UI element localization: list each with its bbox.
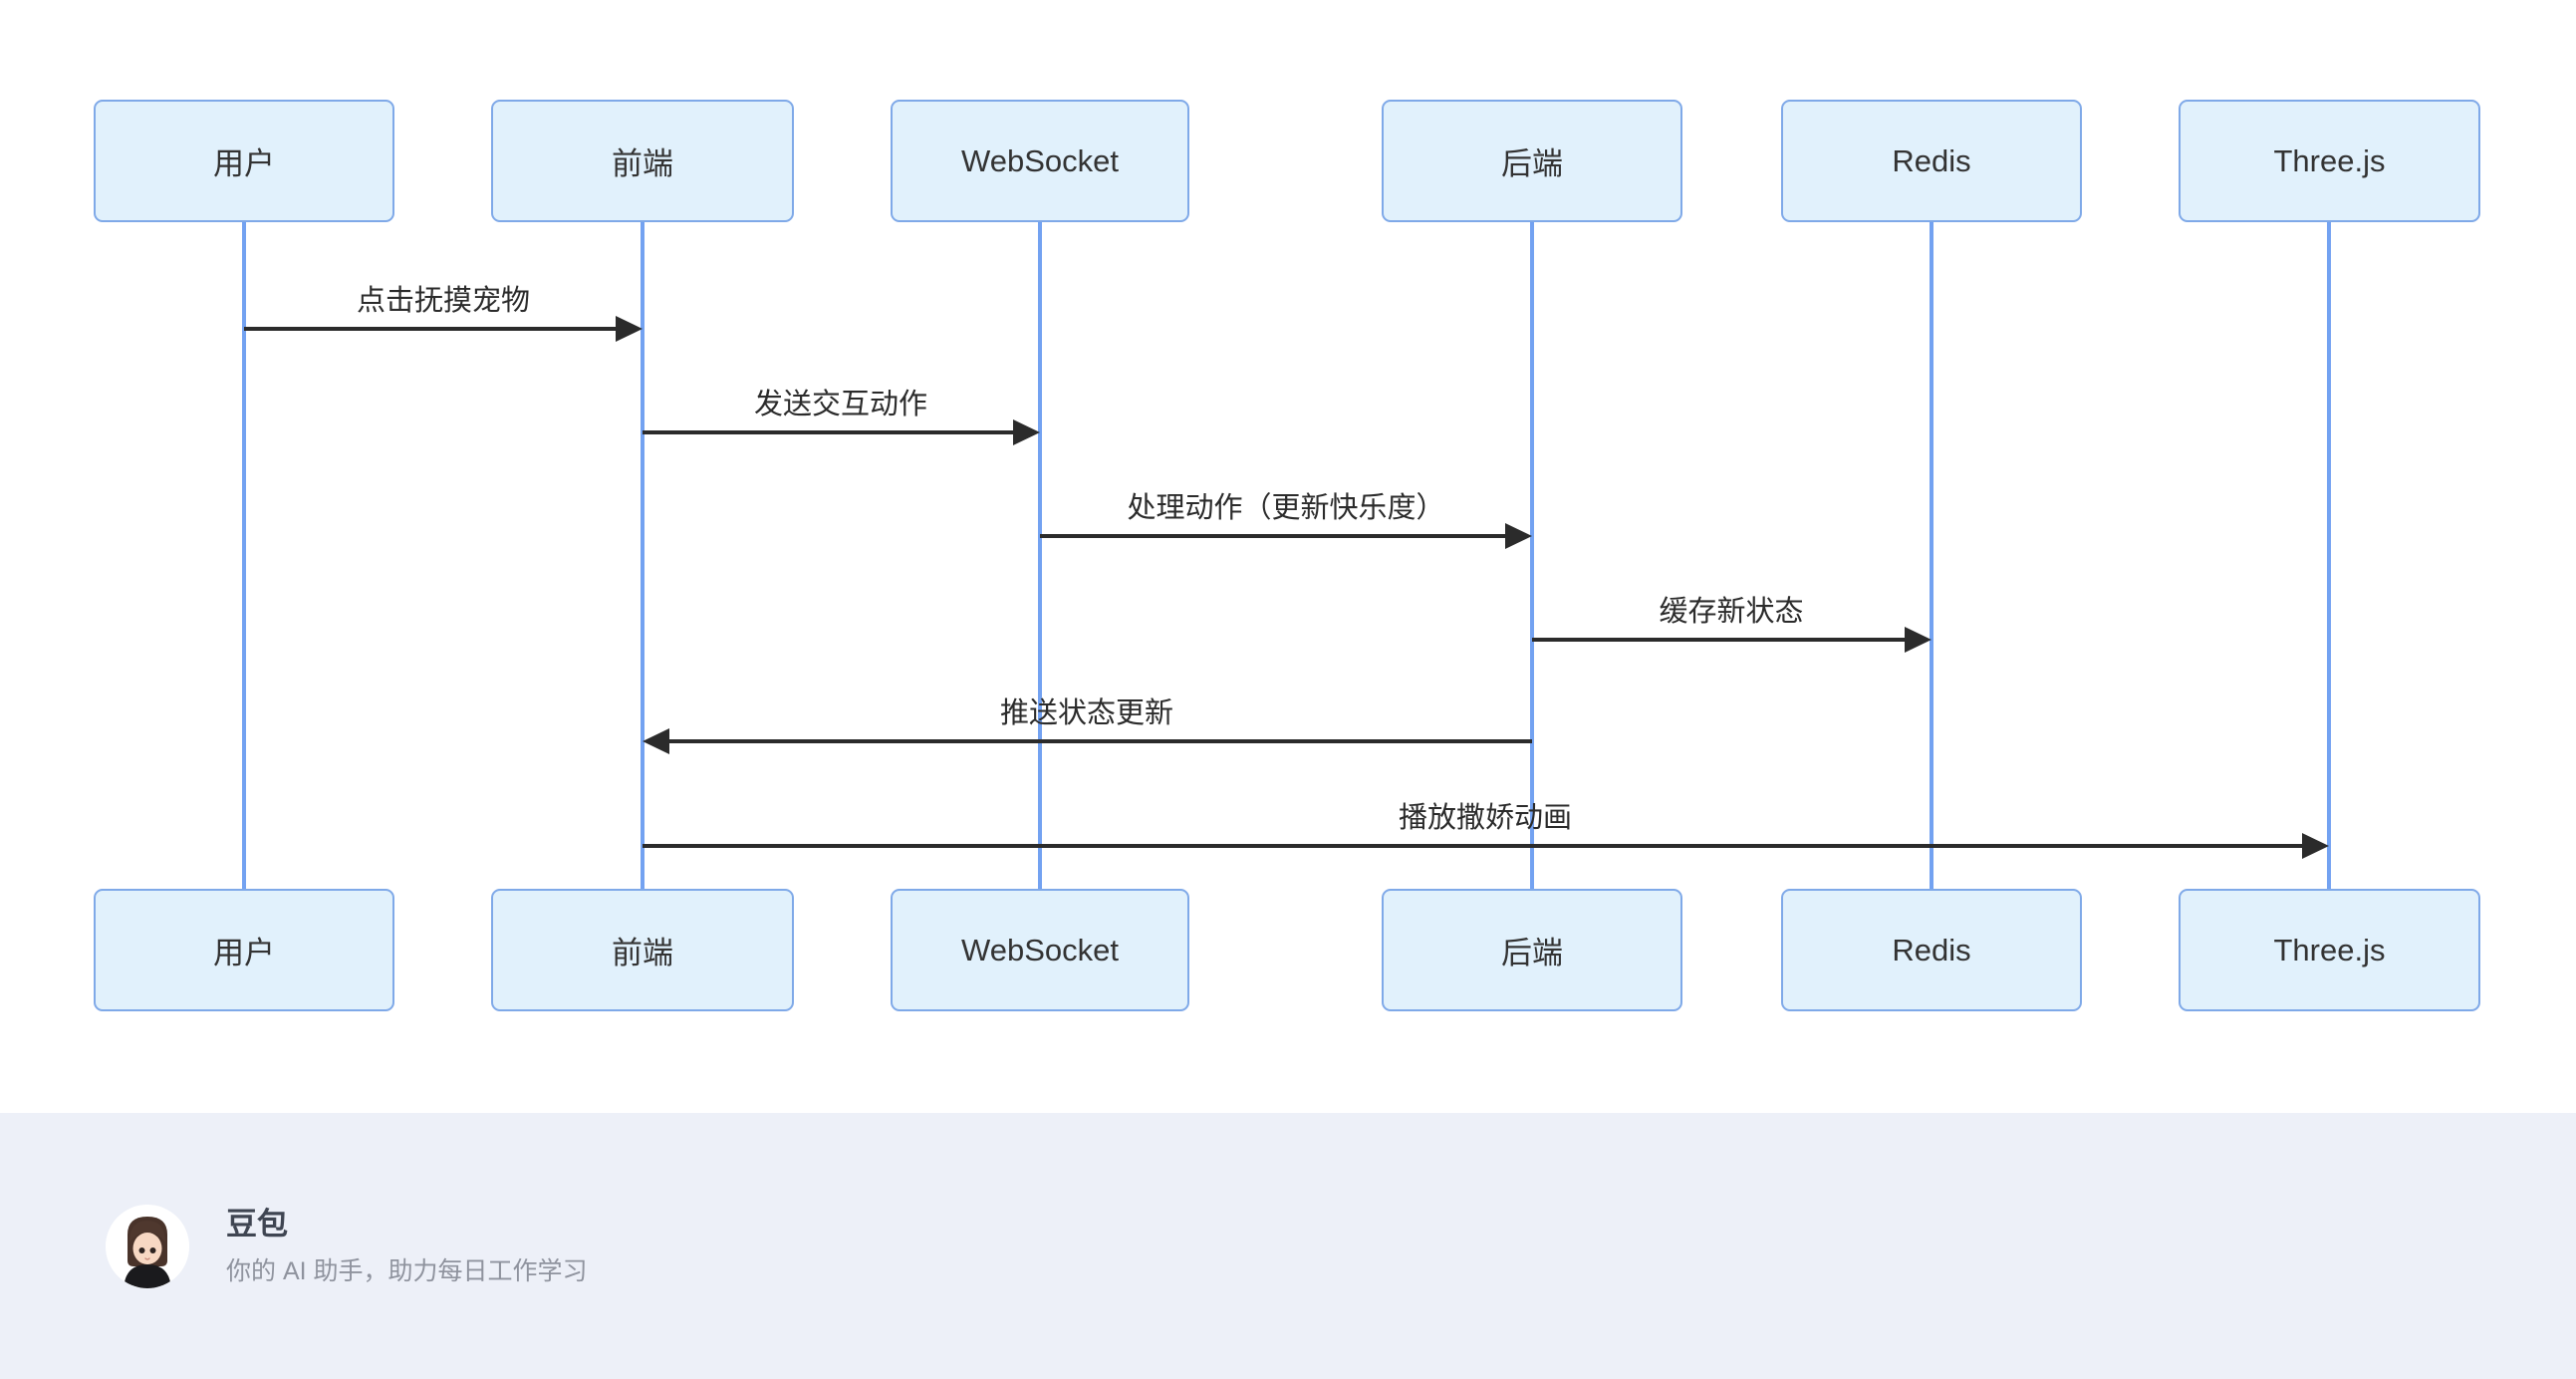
actor-label: 后端	[1501, 936, 1563, 970]
lifeline-backend	[1530, 222, 1534, 889]
footer-title: 豆包	[226, 1206, 288, 1241]
lifeline-frontend	[641, 222, 644, 889]
actor-bottom-user: 用户	[94, 889, 394, 1011]
actor-bottom-websocket: WebSocket	[891, 889, 1189, 1011]
sequence-diagram: 用户 前端 WebSocket 后端 Redis Three.js 点击抚摸宠物…	[94, 100, 2480, 1011]
message-label: 推送状态更新	[999, 697, 1174, 729]
lifeline-user	[242, 222, 246, 889]
actor-top-websocket: WebSocket	[891, 100, 1189, 222]
actor-top-redis: Redis	[1781, 100, 2082, 222]
actor-label: 前端	[612, 936, 673, 970]
actor-label: Redis	[1892, 142, 1971, 178]
message-line	[1532, 638, 1905, 642]
actor-label: 前端	[612, 146, 673, 181]
actor-label: Three.js	[2273, 932, 2386, 967]
actor-bottom-backend: 后端	[1382, 889, 1682, 1011]
message-label: 处理动作（更新快乐度）	[1127, 492, 1445, 524]
arrowhead-right-icon	[1905, 627, 1932, 653]
arrowhead-right-icon	[1505, 523, 1532, 549]
arrowhead-right-icon	[616, 316, 643, 342]
doubao-girl-avatar-icon	[106, 1204, 189, 1288]
actor-label: WebSocket	[961, 932, 1119, 967]
lifeline-redis	[1930, 222, 1933, 889]
footer-subtitle: 你的 AI 助手，助力每日工作学习	[226, 1257, 588, 1286]
actor-bottom-threejs: Three.js	[2179, 889, 2480, 1011]
message-line	[1040, 534, 1505, 538]
actor-label: WebSocket	[961, 142, 1119, 178]
arrowhead-right-icon	[1013, 419, 1040, 445]
actor-bottom-redis: Redis	[1781, 889, 2082, 1011]
message-line	[643, 430, 1013, 434]
doubao-avatar	[106, 1204, 189, 1288]
actor-top-backend: 后端	[1382, 100, 1682, 222]
actor-label: 用户	[213, 936, 275, 970]
actor-top-frontend: 前端	[491, 100, 794, 222]
actor-top-threejs: Three.js	[2179, 100, 2480, 222]
doubao-footer: 豆包 你的 AI 助手，助力每日工作学习	[0, 1113, 2576, 1379]
actor-bottom-frontend: 前端	[491, 889, 794, 1011]
message-label: 播放撒娇动画	[1398, 802, 1573, 834]
actor-label: 用户	[213, 146, 275, 181]
actor-label: 后端	[1501, 146, 1563, 181]
actor-top-user: 用户	[94, 100, 394, 222]
message-line	[244, 327, 617, 331]
actor-label: Redis	[1892, 932, 1971, 967]
actor-label: Three.js	[2273, 142, 2386, 178]
arrowhead-left-icon	[643, 728, 669, 754]
lifeline-threejs	[2327, 222, 2331, 889]
message-line	[643, 844, 2302, 848]
message-label: 缓存新状态	[1659, 596, 1804, 628]
message-line	[669, 739, 1532, 743]
lifeline-websocket	[1038, 222, 1042, 889]
message-label: 点击抚摸宠物	[356, 285, 531, 317]
message-label: 发送交互动作	[753, 389, 928, 420]
arrowhead-right-icon	[2302, 833, 2329, 859]
